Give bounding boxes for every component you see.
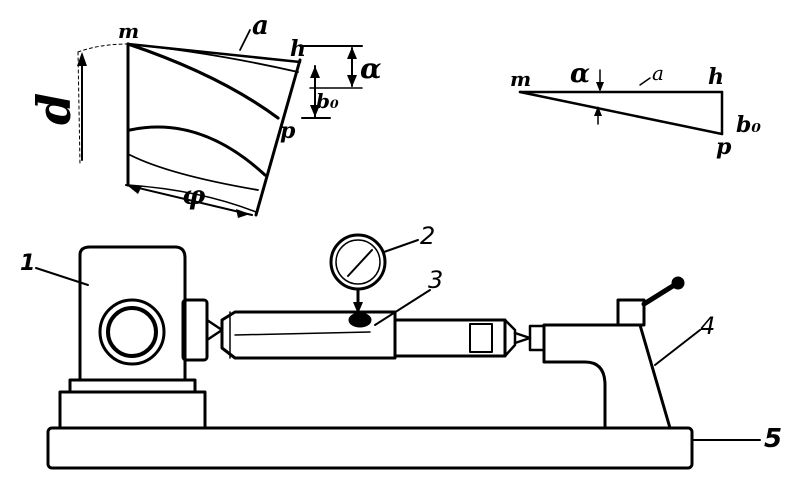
label-p-right: p [716, 134, 732, 160]
outer-envelope-left [77, 51, 81, 166]
right-inset-triangle [518, 69, 724, 136]
workpiece-drill [220, 310, 517, 360]
outer-envelope [77, 43, 129, 53]
callout-5: 5 [764, 424, 782, 454]
label-h-right: h [708, 64, 724, 90]
spindle-outer-ring [98, 298, 166, 366]
dial-indicator [329, 233, 387, 314]
leader-4 [654, 329, 701, 366]
dial-needle [347, 249, 373, 277]
leader-1 [35, 267, 89, 286]
dimension-d [77, 52, 87, 161]
arc-m-p [126, 42, 280, 120]
label-a-right: a [652, 61, 664, 85]
callout-3: 3 [428, 266, 443, 294]
bottom-curve [127, 184, 257, 213]
callout-2: 2 [420, 222, 435, 250]
dial-face [329, 233, 387, 291]
label-alpha-right: α [570, 59, 590, 89]
left-inset-geometry [77, 42, 302, 217]
leader-a-right [639, 77, 651, 86]
label-p-left: p [280, 118, 296, 144]
triangle-hypotenuse [518, 90, 724, 136]
label-phi-left: φ [182, 181, 206, 211]
headstock-housing [58, 245, 224, 430]
right-slanted-edge [254, 58, 302, 217]
callouts [35, 239, 761, 441]
callout-1: 1 [20, 251, 35, 276]
label-m-left: m [118, 19, 139, 43]
dimension-phi [125, 184, 253, 218]
leader-2 [383, 239, 419, 253]
inner-curve-lower [129, 154, 259, 191]
secondary-line [127, 43, 299, 73]
label-m-right: m [510, 67, 531, 91]
label-b0-left: b₀ [316, 89, 339, 113]
leader-3 [374, 289, 431, 326]
label-a-left: a [252, 11, 269, 41]
callout-4: 4 [700, 312, 715, 340]
spindle-inner-ring [106, 306, 158, 358]
label-b0-right: b₀ [736, 112, 761, 138]
leader-a-left [239, 29, 251, 51]
inner-curve-upper [128, 125, 267, 177]
label-alpha-left: α [360, 52, 382, 85]
dimension-alpha [299, 45, 363, 89]
tailstock [513, 276, 685, 430]
label-d-left: d [27, 93, 81, 125]
base-plate [46, 426, 694, 470]
label-h-left: h [290, 36, 306, 62]
dimension-b0 [301, 65, 331, 119]
